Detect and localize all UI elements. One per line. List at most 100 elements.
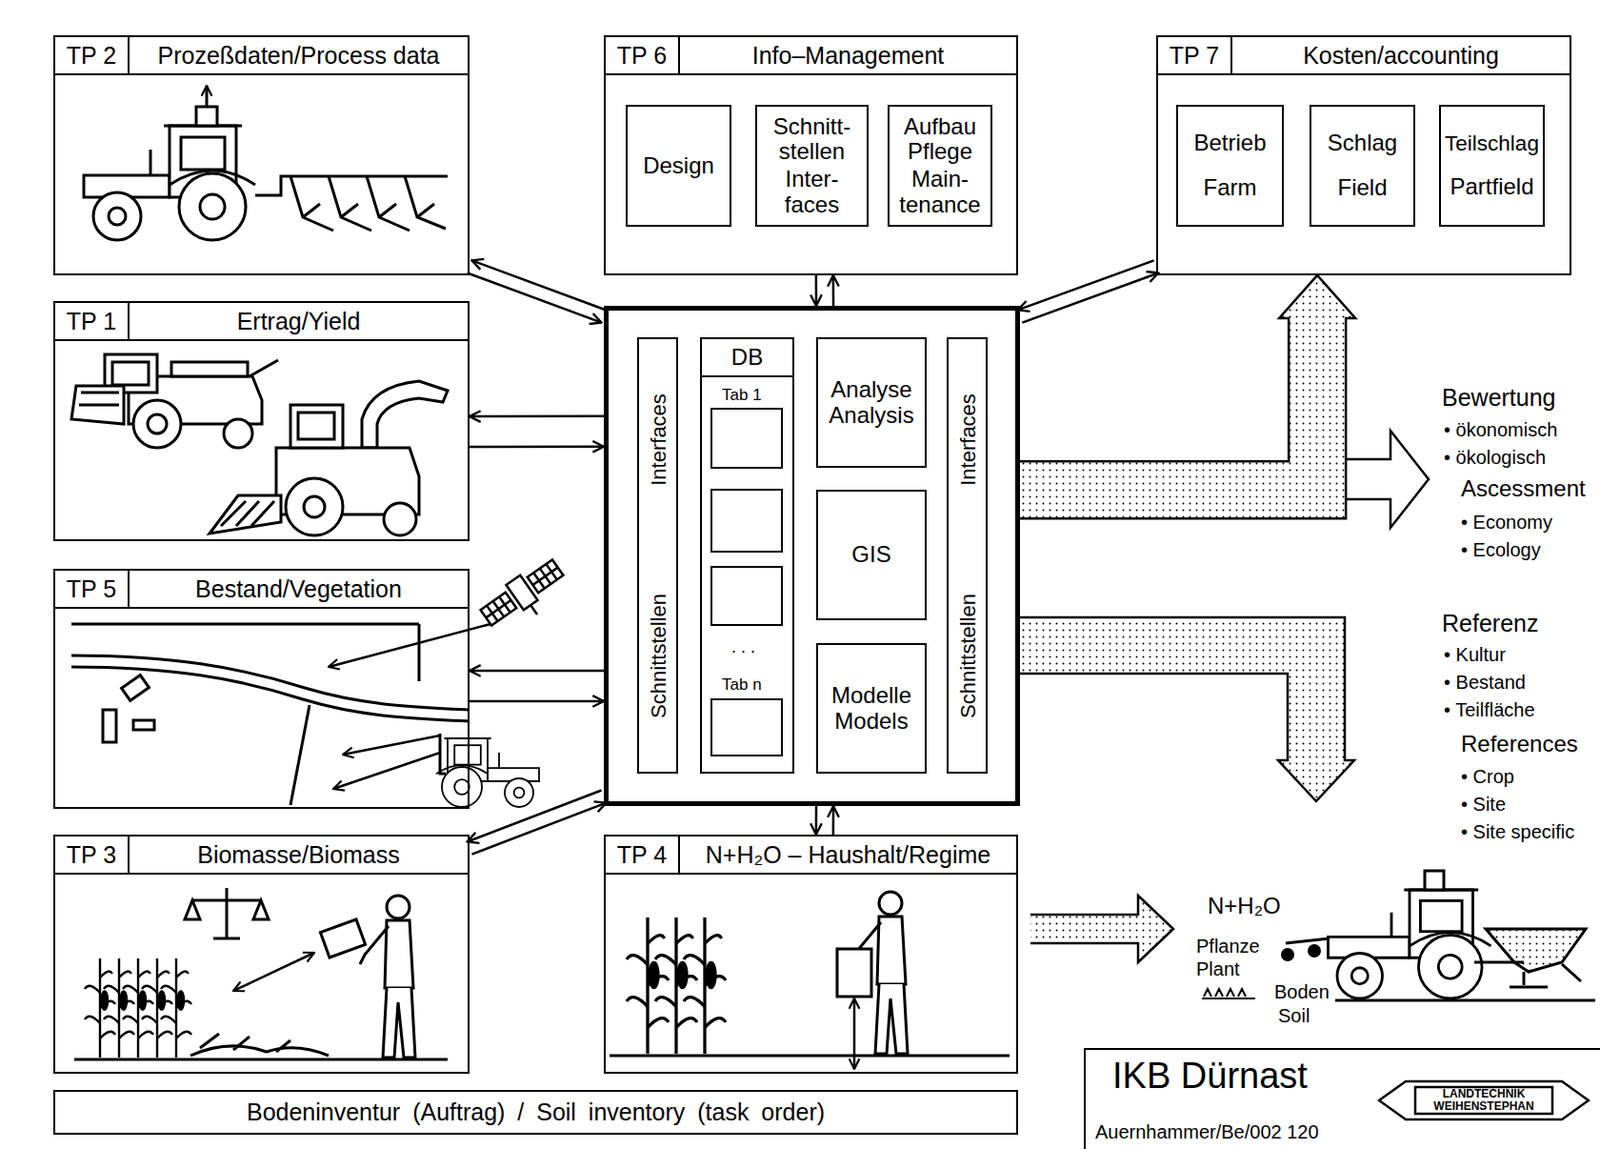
- function-box: GIS: [816, 489, 927, 620]
- subproject-title: Kosten/accounting: [1237, 37, 1565, 74]
- spreader-tractor-part: [1485, 928, 1586, 972]
- annotation-label: • Ecology: [1460, 539, 1541, 560]
- exchange-arrow: [467, 272, 602, 322]
- number-cell: TP 2: [55, 37, 130, 74]
- band-label: Bodeninventur (Auftrag) / Soil inventory…: [246, 1098, 825, 1126]
- subproject-box: TP 5Bestand/Vegetation: [53, 568, 470, 809]
- number-cell: TP 7: [1158, 37, 1233, 74]
- annotation-label: Soil: [1278, 1004, 1310, 1026]
- table-boxes-part: [711, 566, 782, 625]
- annotation-label: • Bestand: [1443, 671, 1526, 693]
- subproject-title: Biomasse/Biomass: [134, 836, 463, 873]
- header-row: TP 2Prozeßdaten/Process data: [55, 37, 468, 76]
- forage-harvester-part: [298, 412, 335, 440]
- subproject-title: Info–Management: [684, 37, 1012, 74]
- box-inner: ModelleModels: [818, 644, 925, 772]
- drawing-number: Auernhammer/Be/002 120: [1095, 1120, 1320, 1143]
- box-inner: GIS: [818, 491, 925, 619]
- biomass-sampling-part: [141, 958, 173, 1058]
- subproject-box: TP 4N+H₂O – Haushalt/Regime: [603, 834, 1019, 1074]
- annotation-label: Pflanze: [1196, 935, 1260, 957]
- nitrogen-water-sampling-part: [609, 1054, 1010, 1058]
- interface-column: SchnittstellenInterfaces: [637, 337, 679, 774]
- subproject-number: TP 6: [608, 37, 676, 74]
- title-cell: Ertrag/Yield: [129, 302, 468, 340]
- forage-harvester-part: [220, 500, 275, 526]
- satellite-part: [480, 559, 564, 625]
- dotted-flow-arrow-part: [1020, 617, 1355, 801]
- biomass-sampling-part: [184, 887, 269, 939]
- exchange-arrow: [469, 445, 604, 449]
- box-inner: Design: [627, 106, 730, 225]
- spreader-tractor-part: [1424, 870, 1444, 890]
- subproject-box: TP 3Biomasse/Biomass: [53, 834, 470, 1074]
- field-map-part: [102, 709, 117, 742]
- title-cell: Kosten/accounting: [1232, 37, 1570, 74]
- subproject-box: TP 6Info–ManagementDesignSchnitt- stelle…: [603, 35, 1019, 276]
- header-row: TP 1Ertrag/Yield: [55, 302, 468, 341]
- forage-harvester-part: [209, 495, 281, 534]
- forage-harvester-part: [285, 478, 343, 536]
- combine-harvester-part: [112, 361, 149, 385]
- band-inner: Bodeninventur (Auftrag) / Soil inventory…: [55, 1091, 1017, 1133]
- plough-tractor-part: [83, 125, 256, 240]
- title-cell: N+H₂O – Haushalt/Regime: [680, 836, 1017, 873]
- spreader-tractor-part: [1285, 938, 1330, 943]
- field-map-part: [71, 666, 470, 721]
- exchange-arrow: [469, 700, 604, 703]
- annotation-label: Boden: [1274, 980, 1330, 1002]
- biomass-sampling-part: [233, 952, 315, 991]
- exchange-arrow: [1018, 260, 1155, 310]
- forage-harvester-part: [361, 380, 448, 448]
- annotation-label: • ökologisch: [1443, 446, 1546, 468]
- biomass-sampling-part: [320, 919, 365, 958]
- data-flow-arrow: [1020, 275, 1356, 519]
- spreader-tractor-part: [1474, 961, 1581, 987]
- box-inner: TeilschlagPartfield: [1440, 106, 1543, 225]
- spreader-tractor: [1201, 870, 1596, 1000]
- title-cell: Info–Management: [680, 37, 1017, 74]
- logo-badge: LANDTECHNIK WEIHENSTEPHAN: [1377, 1079, 1591, 1121]
- subproject-number: TP 2: [58, 37, 125, 74]
- table-boxes: [711, 408, 782, 756]
- satellite-part: [530, 604, 538, 615]
- satellite: [477, 555, 574, 640]
- number-cell: TP 5: [55, 570, 130, 607]
- dotted-flow-arrow: [1020, 617, 1355, 962]
- exchange-arrow: [832, 275, 836, 306]
- title-block: IKB DürnastAuernhammer/Be/002 120LANDTEC…: [1083, 1047, 1600, 1149]
- annotation-label: Ascessment: [1460, 476, 1586, 501]
- dotted-flow-arrow-part: [1030, 895, 1174, 962]
- annotation-label: Referenz: [1441, 610, 1539, 638]
- exchange-arrow: [832, 805, 836, 835]
- hollow-arrow: [1346, 430, 1429, 528]
- exchange-arrow: [472, 802, 607, 855]
- field-map-part: [133, 720, 155, 730]
- plough-tractor: [83, 85, 448, 240]
- subproject-title: Prozeßdaten/Process data: [134, 37, 463, 74]
- annotation-label: • Kultur: [1443, 643, 1506, 665]
- interface-label: Interfaces: [645, 393, 671, 486]
- plough-tractor-part: [255, 176, 448, 196]
- box-label: Design: [631, 153, 726, 180]
- combine-harvester-part: [79, 392, 120, 405]
- annotation-label: Tab n: [721, 676, 762, 695]
- interface-label: Interfaces: [955, 393, 980, 486]
- annotation-label: References: [1460, 731, 1579, 757]
- interface-label: Schnittstellen: [955, 593, 980, 719]
- subproject-number: TP 3: [58, 836, 125, 873]
- biomass-sampling-part: [103, 958, 135, 1058]
- number-cell: TP 3: [55, 836, 130, 873]
- combine-harvester-part: [133, 400, 181, 448]
- subproject-box: TP 1Ertrag/Yield: [53, 300, 470, 541]
- combine-harvester-part: [147, 414, 167, 434]
- box-label: Analyse: [821, 377, 921, 403]
- nitrogen-water-sampling-part: [853, 998, 857, 1069]
- function-box: AnalyseAnalysis: [816, 337, 927, 468]
- biomass-sampling: [74, 887, 448, 1060]
- box-label: Farm: [1181, 175, 1279, 201]
- field-map-part: [71, 655, 470, 710]
- exchange-arrow: [815, 275, 819, 306]
- box-label: Schlag: [1315, 130, 1410, 157]
- logo-text: LANDTECHNIK WEIHENSTEPHAN: [1417, 1087, 1551, 1112]
